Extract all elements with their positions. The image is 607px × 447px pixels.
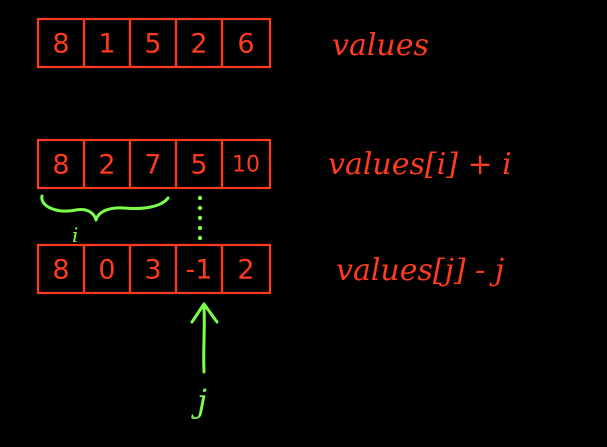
row-label-values: values [332,28,429,63]
curly-brace-icon [40,194,170,222]
array-cell-value: 8 [52,150,69,181]
dotted-line-icon [197,195,203,241]
array-cell [220,17,272,69]
array-cell [220,243,272,295]
array-cell-value: 2 [98,150,115,181]
array-cell [220,138,272,190]
array-row-values-plus-i: 8 2 7 5 10 [36,138,272,190]
row-label-values-minus-j: values[j] - j [336,253,504,288]
arrow-shaft [202,304,206,374]
array-cell-value: 10 [232,153,260,178]
dot [197,195,203,201]
pointer-label-j: j [191,382,207,420]
array-cell-value: 3 [144,255,161,286]
dot [197,205,203,211]
dot [197,225,203,231]
dot [197,235,203,241]
array-cell-value: 7 [144,150,161,181]
brace-label-i: i [72,223,78,247]
array-cell-value: 8 [52,255,69,286]
array-cell-value: 8 [52,29,69,60]
array-cell-value: 6 [237,29,254,60]
dot [197,215,203,221]
array-cell-value: 1 [98,29,115,60]
array-row-values-minus-j: 8 0 3 -1 2 [36,243,272,295]
array-row-values: 8 1 5 2 6 [36,17,272,69]
array-cell-value: 0 [98,255,115,286]
array-cell-value: -1 [186,255,213,286]
array-cell-value: 5 [190,150,207,181]
array-cell-value: 5 [144,29,161,60]
up-arrow-icon [190,302,219,374]
arrow-head [190,302,219,324]
row-label-values-plus-i: values[i] + i [328,147,512,182]
array-cell-value: 2 [237,255,254,286]
array-cell-value: 2 [190,29,207,60]
